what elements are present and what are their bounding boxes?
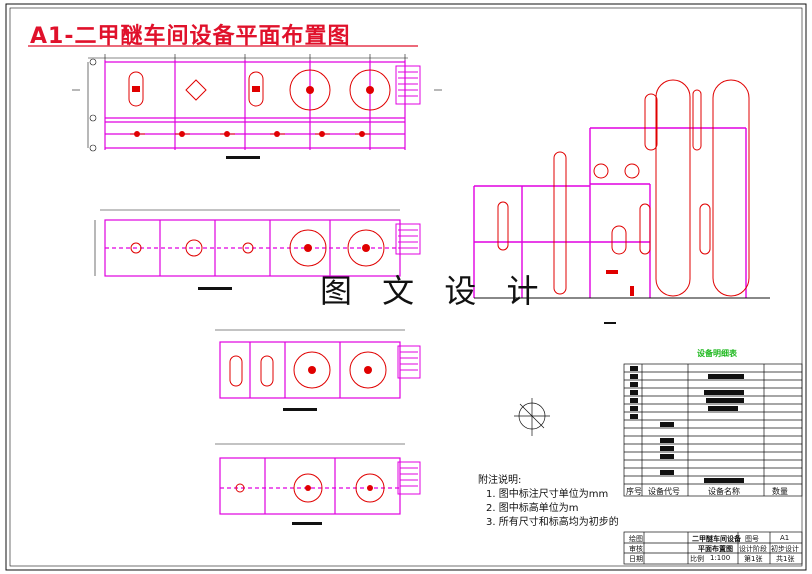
watermark-text: 图 文 设 计 <box>320 272 549 310</box>
inner-frame <box>9 7 803 567</box>
floor-plan-3 <box>215 329 421 411</box>
drawing-title: A1-二甲醚车间设备平面布置图 <box>30 24 351 49</box>
table-redactions <box>630 366 744 483</box>
note-item-2: 2. 图中标高单位为m <box>486 503 579 514</box>
tb-check-label: 审核 <box>629 545 643 553</box>
table-header-name: 设备名称 <box>708 487 740 496</box>
floor-plan-4 <box>215 443 421 525</box>
floor-plan-1 <box>72 54 442 159</box>
tb-drawing-name-1: 二甲醚车间设备 <box>692 535 741 543</box>
tb-total-label: 共1张 <box>776 555 795 563</box>
note-item-3: 3. 所有尺寸和标高均为初步的 <box>486 517 619 528</box>
floor-plan-2 <box>94 209 421 290</box>
table-header-no: 序号 <box>626 487 642 496</box>
tb-sheet-label: 第1张 <box>744 555 763 563</box>
tb-fig-no-value: A1 <box>780 534 790 542</box>
equipment-table-title: 设备明细表 <box>697 349 737 358</box>
title-block <box>623 531 803 565</box>
tb-drawn-label: 绘图 <box>629 535 643 543</box>
tb-scale-label: 比例 <box>690 555 704 563</box>
table-header-qty: 数量 <box>772 487 788 496</box>
notes-block: 附注说明: 1. 图中标注尺寸单位为mm 2. 图中标高单位为m 3. 所有尺寸… <box>478 474 619 530</box>
tb-stage-value: 初步设计 <box>771 545 799 553</box>
tb-drawing-name-2: 平面布置图 <box>698 545 733 553</box>
notes-heading: 附注说明: <box>478 475 522 486</box>
table-header-code: 设备代号 <box>648 487 680 496</box>
tb-scale-value: 1:100 <box>710 554 731 562</box>
outer-frame <box>5 3 807 571</box>
equipment-table <box>623 363 803 497</box>
compass-symbol <box>514 398 550 436</box>
tb-fig-no-label: 图号 <box>745 535 759 543</box>
note-item-1: 1. 图中标注尺寸单位为mm <box>486 489 609 500</box>
tb-stage-label: 设计阶段 <box>739 545 767 553</box>
tb-date-label: 日期 <box>629 555 643 563</box>
elevation-view <box>473 79 770 324</box>
